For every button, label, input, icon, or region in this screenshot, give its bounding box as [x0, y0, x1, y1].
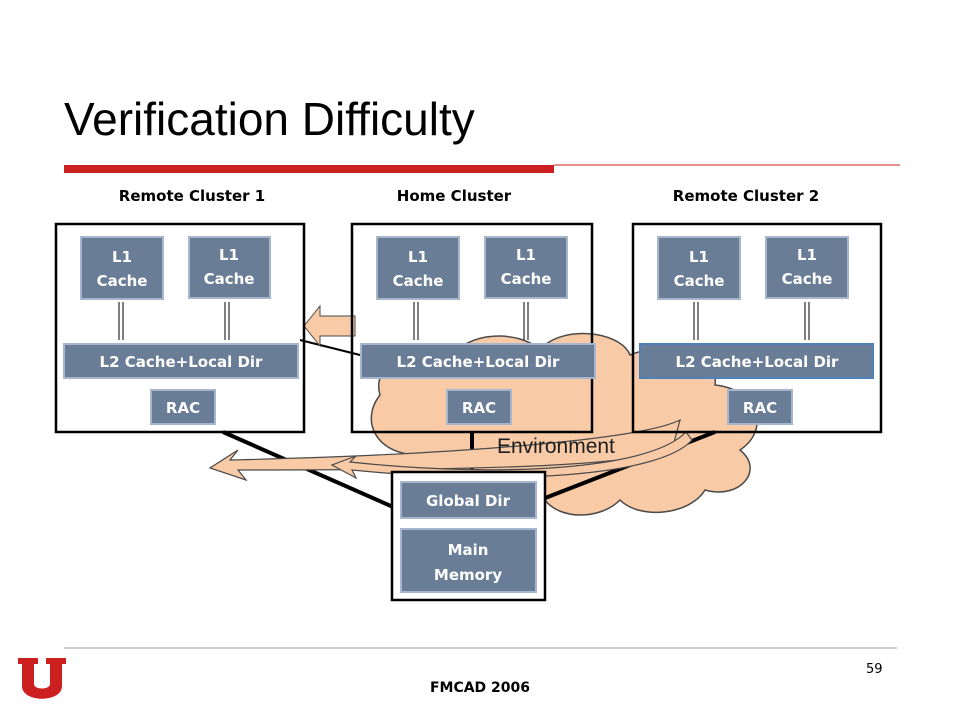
university-logo [18, 658, 66, 699]
environment-label: Environment [497, 435, 615, 458]
l2-cache-box [360, 343, 596, 379]
arrow-left [303, 304, 356, 348]
l1-cache-label: L1 [516, 246, 536, 264]
l1-cache-label: L1 [797, 246, 817, 264]
rac-box [727, 389, 793, 425]
rac-label: RAC [166, 399, 200, 417]
footer-text: FMCAD 2006 [429, 680, 531, 696]
l1-cache-label: Cache [204, 270, 255, 288]
l1-cache-label: L1 [112, 248, 132, 266]
l1-cache-label: L1 [408, 248, 428, 266]
l1-cache-box [188, 236, 271, 299]
l1-cache-box [765, 236, 849, 299]
page-number: 59 [866, 662, 883, 677]
curved-arrow-bottom [208, 418, 681, 482]
cluster-box-remote-2 [631, 222, 883, 434]
l2-cache-label: L2 Cache+Local Dir [397, 353, 560, 371]
l2-cache-label: L2 Cache+Local Dir [100, 353, 263, 371]
cluster-remote-2: L1 Cache L1 Cache L2 Cache+Local Dir RAC [639, 236, 874, 425]
cluster-box-remote-1 [54, 222, 306, 434]
l1-cache-box [657, 236, 741, 300]
main-memory-box [400, 528, 537, 593]
memory-module: Global Dir Main Memory [390, 470, 547, 602]
rac-box [150, 389, 216, 425]
l1-cache-box [376, 236, 460, 300]
global-dir-label: Global Dir [426, 492, 511, 510]
cluster-label-remote-1: Remote Cluster 1 [119, 187, 265, 205]
l2-cache-box [639, 343, 874, 379]
title-underline-red [64, 165, 554, 173]
main-memory-label: Main [448, 541, 489, 559]
l1-cache-label: L1 [689, 248, 709, 266]
l1-cache-label: Cache [393, 272, 444, 290]
l1-cache-label: L1 [219, 246, 239, 264]
rac-label: RAC [743, 399, 777, 417]
l1-cache-label: Cache [501, 270, 552, 288]
cluster-home: L1 Cache L1 Cache L2 Cache+Local Dir RAC [360, 236, 596, 425]
rac-box [446, 389, 512, 425]
global-dir-box [400, 481, 537, 519]
l2-cache-label: L2 Cache+Local Dir [676, 353, 839, 371]
l1-cache-label: Cache [674, 272, 725, 290]
slide-title: Verification Difficulty [64, 93, 475, 145]
l2-cache-box [63, 343, 299, 379]
l1-cache-label: Cache [782, 270, 833, 288]
main-memory-label: Memory [434, 566, 502, 584]
cluster-label-home: Home Cluster [397, 187, 512, 205]
l1-cache-box [484, 236, 568, 299]
cluster-remote-1: L1 Cache L1 Cache L2 Cache+Local Dir RAC [63, 236, 299, 425]
cluster-label-remote-2: Remote Cluster 2 [673, 187, 819, 205]
rac-label: RAC [462, 399, 496, 417]
link-remote1-memory [222, 430, 401, 512]
l1-cache-box [80, 236, 164, 300]
l1-cache-label: Cache [97, 272, 148, 290]
curved-arrow-inner [330, 431, 693, 480]
cluster-box-home [350, 222, 594, 434]
